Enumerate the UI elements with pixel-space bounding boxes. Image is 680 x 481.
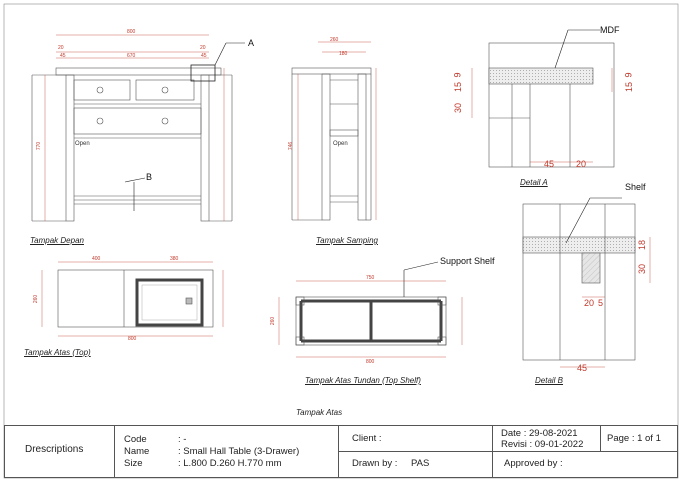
dim-b-5: 5 — [598, 298, 604, 308]
detail-a-label: Detail A — [520, 178, 548, 187]
descriptions-label: Drescriptions — [25, 444, 84, 455]
top-view-label: Tampak Atas (Top) — [24, 348, 91, 357]
dim-front-width: 800 — [127, 29, 136, 35]
drawn-by-cell: Drawn by : PAS — [339, 452, 493, 477]
callout-support-shelf: Support Shelf — [440, 256, 495, 266]
revisi-text: Revisi : 09-01-2022 — [501, 439, 584, 450]
dim-b-30: 30 — [637, 263, 648, 275]
side-view-label: Tampak Samping — [316, 236, 378, 245]
dim-a-15: 15 — [453, 81, 464, 93]
dim-top-left: 400 — [92, 256, 101, 262]
sheet-border — [3, 3, 679, 479]
dim-side-inner: 180 — [339, 51, 348, 57]
date-text: Date : 29-08-2021 — [501, 428, 578, 439]
dim-a-9-right: 9 — [623, 72, 634, 78]
top-shelf-view-label: Tampak Atas Tundan (Top Shelf) — [305, 376, 421, 385]
dim-b-45: 45 — [577, 363, 588, 373]
dim-shelf-depth: 260 — [270, 316, 277, 326]
client-cell: Client : — [339, 426, 493, 452]
dim-front-left: 20 — [58, 45, 64, 51]
front-open-note: Open — [75, 141, 90, 147]
dim-a-30: 30 — [453, 102, 464, 114]
info-cell: Code : - Name : Small Hall Table (3-Draw… — [115, 426, 339, 477]
top-view — [41, 261, 224, 337]
dim-top-right: 380 — [170, 256, 179, 262]
drawn-by-value: PAS — [411, 458, 430, 469]
dim-shelf-top: 750 — [366, 275, 375, 281]
dim-front-post-r: 45 — [201, 53, 207, 59]
size-label: Size — [124, 458, 143, 469]
name-label: Name — [124, 446, 150, 457]
dim-top-depth: 260 — [33, 294, 40, 304]
dim-front-right: 20 — [200, 45, 206, 51]
front-view — [31, 34, 245, 222]
title-block: Drescriptions Code : - Name : Small Hall… — [4, 425, 678, 478]
dim-a-20: 20 — [576, 159, 587, 169]
detail-b-label: Detail B — [535, 376, 564, 385]
side-open-note: Open — [333, 141, 348, 147]
code-value: : - — [178, 434, 187, 445]
drawn-by-label: Drawn by : — [352, 458, 398, 469]
size-value: : L.800 D.260 H.770 mm — [178, 458, 282, 469]
detail-a-drawing — [471, 29, 615, 168]
page-cell: Page : 1 of 1 — [601, 426, 677, 452]
name-value: : Small Hall Table (3-Drawer) — [178, 446, 300, 457]
dim-front-post-l: 45 — [60, 53, 66, 59]
callout-mdf: MDF — [600, 25, 620, 35]
top-shelf-view — [278, 261, 463, 358]
dim-b-20: 20 — [584, 298, 595, 308]
approved-by-label: Approved by : — [504, 458, 563, 469]
page-text: Page : 1 of 1 — [607, 433, 661, 444]
date-cell: Date : 29-08-2021 Revisi : 09-01-2022 — [493, 426, 601, 452]
side-view — [291, 41, 377, 221]
dim-a-9: 9 — [452, 72, 463, 78]
front-view-label: Tampak Depan — [30, 236, 84, 245]
client-label: Client : — [352, 433, 382, 444]
dim-a-45: 45 — [544, 159, 555, 169]
dim-top-total: 800 — [128, 336, 137, 342]
callout-shelf: Shelf — [625, 182, 646, 192]
dim-front-inner: 670 — [127, 53, 136, 59]
dim-shelf-total: 800 — [366, 359, 375, 365]
callout-a: A — [248, 38, 255, 48]
code-label: Code — [124, 434, 147, 445]
dim-b-18: 18 — [637, 239, 648, 251]
dim-front-height: 770 — [36, 141, 43, 151]
callout-b: B — [146, 172, 153, 182]
detail-b-drawing — [522, 197, 651, 368]
dim-side-width: 260 — [330, 37, 339, 43]
approved-by-cell: Approved by : — [493, 452, 677, 477]
descriptions-cell: Drescriptions — [5, 426, 115, 477]
dim-a-15-right: 15 — [624, 81, 635, 93]
dim-side-height: 746 — [288, 141, 295, 151]
top-group-label: Tampak Atas — [296, 408, 343, 417]
